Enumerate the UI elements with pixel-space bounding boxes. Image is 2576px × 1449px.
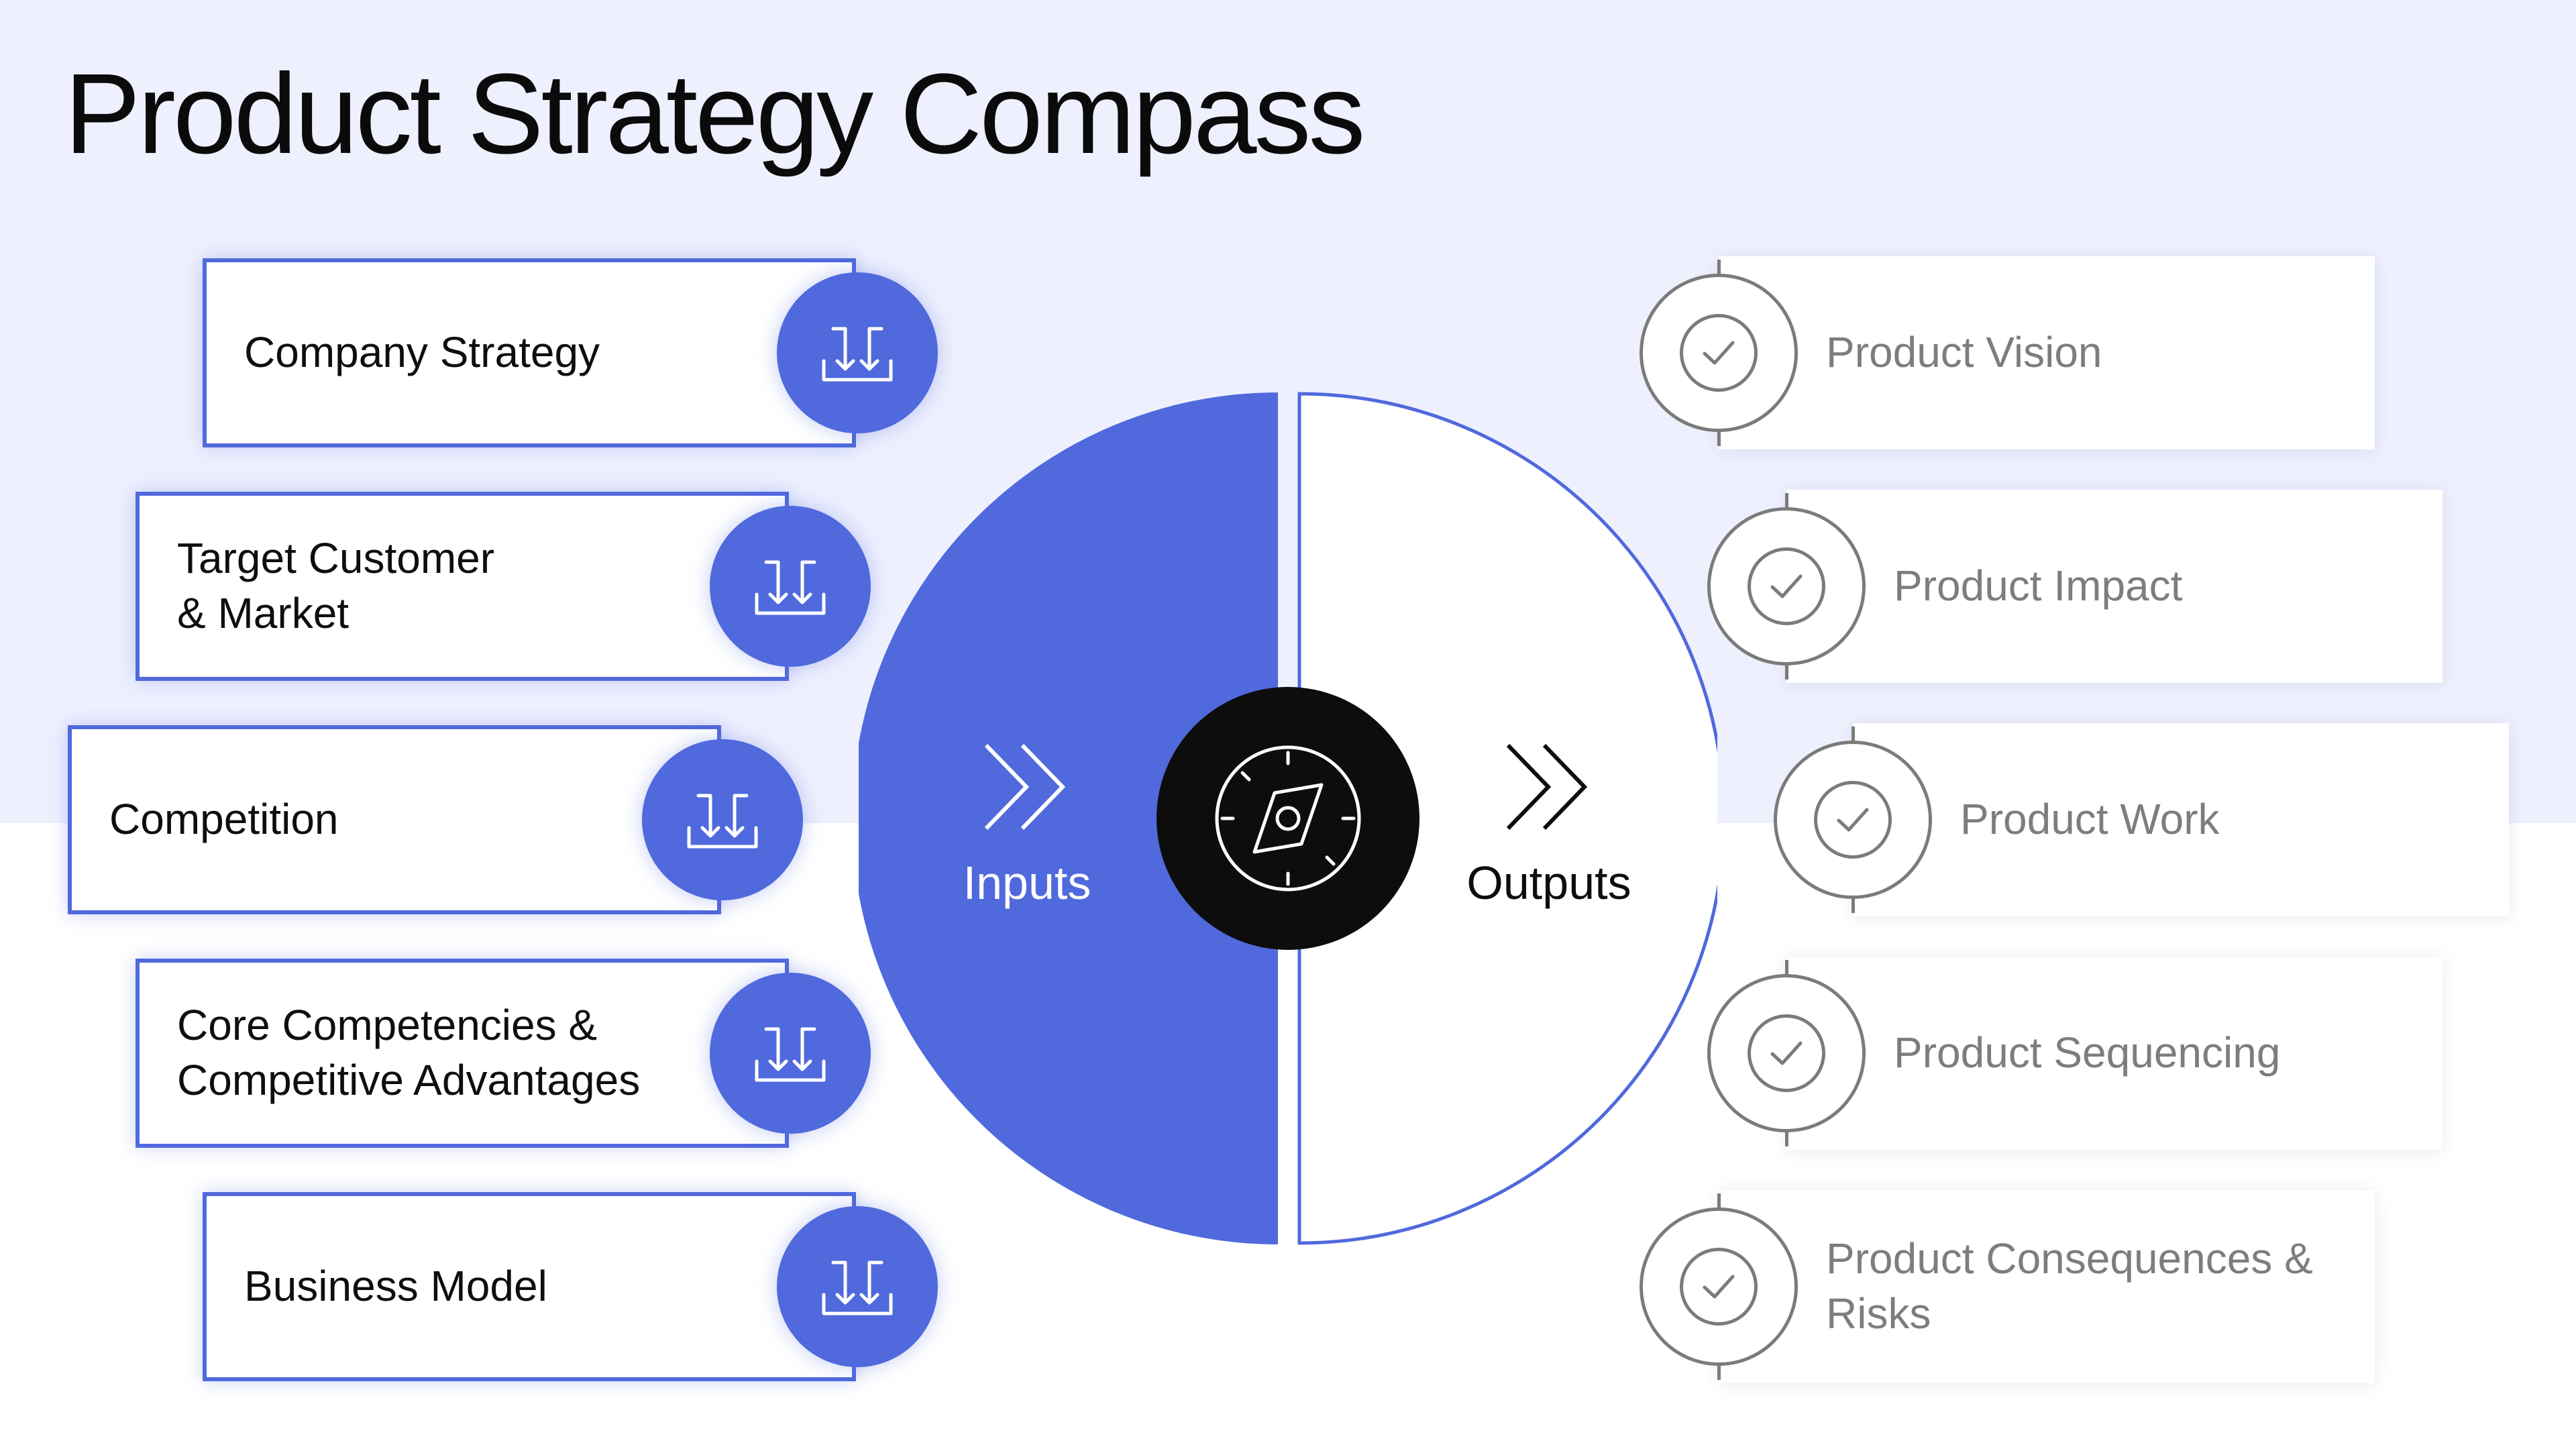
- input-item: Business Model: [203, 1192, 856, 1381]
- inbox-import-icon: [710, 506, 871, 667]
- center-disc: [1157, 687, 1419, 950]
- input-item: Core Competencies & Competitive Advantag…: [136, 959, 789, 1148]
- check-circle-icon: [1640, 1193, 1798, 1380]
- output-label: Product Vision: [1826, 328, 2102, 377]
- input-item: Company Strategy: [203, 258, 856, 447]
- check-circle-icon: [1707, 493, 1866, 680]
- output-item: Product Consequences & Risks: [1719, 1190, 2375, 1383]
- outputs-label: Outputs: [1466, 857, 1631, 909]
- page-title: Product Strategy Compass: [64, 50, 1365, 178]
- compass-icon: [1215, 745, 1361, 892]
- output-item: Product Sequencing: [1786, 957, 2443, 1150]
- input-label: Competition: [109, 795, 339, 844]
- check-circle-icon: [1774, 727, 1932, 913]
- check-circle-icon: [1640, 260, 1798, 446]
- compass-diagram: [859, 392, 1717, 1245]
- input-label: Business Model: [244, 1262, 547, 1311]
- inbox-import-icon: [777, 272, 938, 433]
- inputs-label: Inputs: [963, 857, 1091, 909]
- output-label: Product Consequences & Risks: [1826, 1234, 2313, 1338]
- output-label: Product Sequencing: [1894, 1028, 2281, 1077]
- input-item: Target Customer & Market: [136, 492, 789, 681]
- output-item: Product Vision: [1719, 256, 2375, 449]
- check-circle-icon: [1707, 960, 1866, 1146]
- input-item: Competition: [68, 725, 721, 914]
- inbox-import-icon: [710, 973, 871, 1134]
- input-label: Core Competencies & Competitive Advantag…: [177, 1001, 641, 1104]
- output-label: Product Work: [1960, 795, 2220, 844]
- input-label: Company Strategy: [244, 328, 600, 377]
- output-label: Product Impact: [1894, 561, 2183, 610]
- output-item: Product Work: [1853, 723, 2509, 916]
- input-label: Target Customer & Market: [177, 534, 495, 637]
- outputs-half-circle: [1297, 392, 1717, 1245]
- inbox-import-icon: [777, 1206, 938, 1367]
- inputs-half-circle: [859, 392, 1278, 1244]
- double-chevron-right-icon: [1506, 743, 1588, 830]
- inbox-import-icon: [642, 739, 803, 900]
- output-item: Product Impact: [1786, 490, 2443, 683]
- double-chevron-right-icon: [984, 743, 1066, 830]
